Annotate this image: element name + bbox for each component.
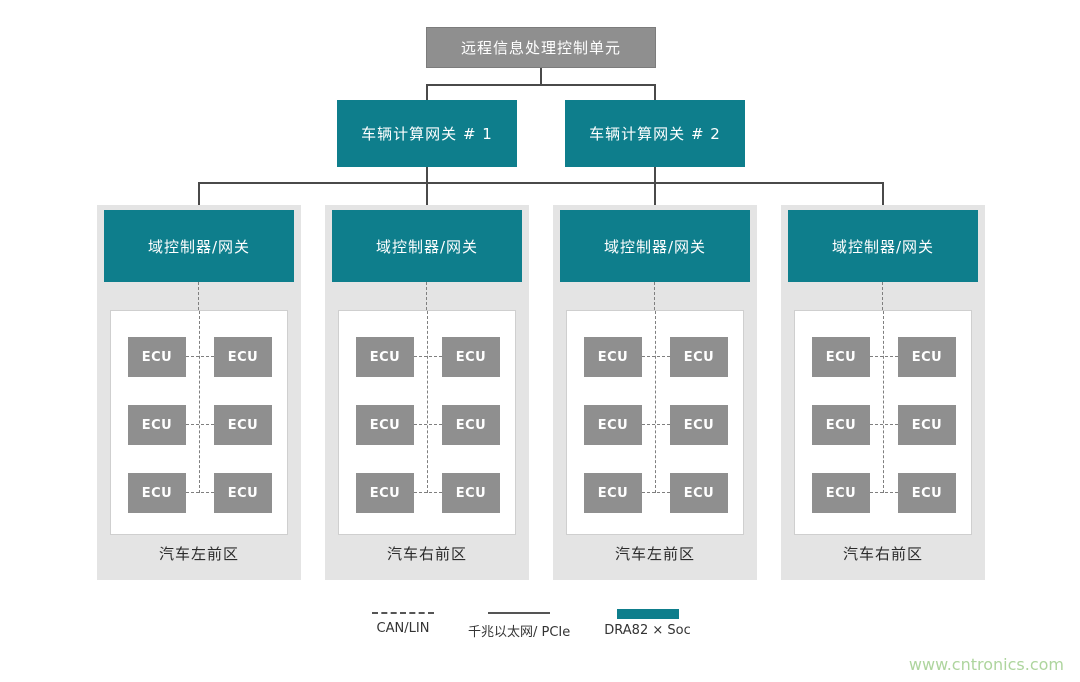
telematics-control-unit-label: 远程信息处理控制单元	[460, 39, 621, 57]
telematics-control-unit: 远程信息处理控制单元	[426, 27, 656, 68]
ecu-panel: ECU ECU ECU ECU ECU ECU	[794, 310, 972, 535]
ecu-box: ECU	[442, 405, 500, 445]
connector-line	[882, 182, 884, 209]
can-lin-bus-line	[426, 282, 427, 310]
ecu-box: ECU	[442, 337, 500, 377]
ecu-box: ECU	[812, 405, 870, 445]
connector-line	[654, 84, 656, 100]
ecu-box: ECU	[584, 337, 642, 377]
ecu-box: ECU	[584, 405, 642, 445]
ecu-box: ECU	[214, 473, 272, 513]
domain-controller-label: 域控制器/网关	[831, 237, 935, 256]
ecu-box: ECU	[812, 337, 870, 377]
legend-item-can-lin: CAN/LIN	[372, 612, 434, 636]
domain-controller-label: 域控制器/网关	[147, 237, 251, 256]
domain-controller-gateway: 域控制器/网关	[332, 210, 522, 282]
ecu-box: ECU	[670, 405, 728, 445]
dashed-line-swatch	[372, 612, 434, 614]
can-lin-bus-line	[655, 311, 656, 493]
ecu-box: ECU	[128, 337, 186, 377]
ecu-box: ECU	[670, 337, 728, 377]
can-lin-stub	[870, 356, 898, 357]
ecu-panel: ECU ECU ECU ECU ECU ECU	[110, 310, 288, 535]
zone-front-right-1: 域控制器/网关 ECU ECU ECU ECU ECU ECU 汽车右前区	[325, 205, 529, 580]
connector-line	[426, 167, 428, 183]
can-lin-stub	[186, 356, 214, 357]
ecu-box: ECU	[812, 473, 870, 513]
can-lin-bus-line	[199, 311, 200, 493]
ecu-panel: ECU ECU ECU ECU ECU ECU	[338, 310, 516, 535]
legend-item-ethernet: 千兆以太网/ PCIe	[468, 612, 570, 640]
ecu-box: ECU	[670, 473, 728, 513]
ecu-box: ECU	[128, 473, 186, 513]
can-lin-bus-line	[654, 282, 655, 310]
ecu-box: ECU	[898, 473, 956, 513]
connector-line	[426, 84, 656, 86]
domain-controller-gateway: 域控制器/网关	[788, 210, 978, 282]
domain-controller-gateway: 域控制器/网关	[104, 210, 294, 282]
zone-label: 汽车左前区	[158, 545, 239, 563]
can-lin-stub	[642, 356, 670, 357]
connector-line	[426, 182, 428, 209]
legend-label: CAN/LIN	[376, 621, 430, 636]
domain-controller-gateway: 域控制器/网关	[560, 210, 750, 282]
connector-line	[654, 182, 656, 209]
can-lin-bus-line	[882, 282, 883, 310]
connector-line	[654, 167, 656, 183]
solid-line-swatch	[488, 612, 551, 614]
can-lin-stub	[414, 424, 442, 425]
zone-front-left-2: 域控制器/网关 ECU ECU ECU ECU ECU ECU 汽车左前区	[553, 205, 757, 580]
legend-label: DRA82 × Soc	[604, 623, 691, 638]
connector-line	[540, 68, 542, 85]
can-lin-bus-line	[427, 311, 428, 493]
domain-controller-label: 域控制器/网关	[603, 237, 707, 256]
watermark: www.cntronics.com	[908, 655, 1064, 674]
can-lin-stub	[186, 424, 214, 425]
connector-line	[426, 84, 428, 100]
zone-label: 汽车右前区	[842, 545, 923, 563]
vehicle-compute-gateway-1: 车辆计算网关 # 1	[337, 100, 517, 167]
ecu-box: ECU	[214, 337, 272, 377]
ecu-box: ECU	[898, 337, 956, 377]
ecu-box: ECU	[356, 337, 414, 377]
legend: CAN/LIN 千兆以太网/ PCIe DRA82 × Soc	[372, 609, 691, 640]
ecu-box: ECU	[442, 473, 500, 513]
zone-label: 汽车右前区	[386, 545, 467, 563]
zone-front-left-1: 域控制器/网关 ECU ECU ECU ECU ECU ECU 汽车左前区	[97, 205, 301, 580]
legend-item-soc: DRA82 × Soc	[604, 609, 691, 638]
can-lin-stub	[642, 424, 670, 425]
ethernet-bus-line	[198, 182, 884, 184]
connector-line	[198, 182, 200, 209]
domain-controller-label: 域控制器/网关	[375, 237, 479, 256]
zone-front-right-2: 域控制器/网关 ECU ECU ECU ECU ECU ECU 汽车右前区	[781, 205, 985, 580]
gateway-label: 车辆计算网关 # 2	[589, 125, 721, 143]
can-lin-stub	[186, 492, 214, 493]
can-lin-bus-line	[883, 311, 884, 493]
ecu-box: ECU	[584, 473, 642, 513]
ecu-box: ECU	[128, 405, 186, 445]
can-lin-stub	[414, 356, 442, 357]
teal-box-swatch	[616, 609, 679, 619]
gateway-label: 车辆计算网关 # 1	[361, 125, 493, 143]
ecu-box: ECU	[214, 405, 272, 445]
zone-label: 汽车左前区	[614, 545, 695, 563]
can-lin-stub	[870, 492, 898, 493]
ecu-panel: ECU ECU ECU ECU ECU ECU	[566, 310, 744, 535]
vehicle-compute-gateway-2: 车辆计算网关 # 2	[565, 100, 745, 167]
ecu-box: ECU	[356, 405, 414, 445]
ecu-box: ECU	[898, 405, 956, 445]
can-lin-bus-line	[198, 282, 199, 310]
can-lin-stub	[414, 492, 442, 493]
ecu-box: ECU	[356, 473, 414, 513]
can-lin-stub	[870, 424, 898, 425]
can-lin-stub	[642, 492, 670, 493]
legend-label: 千兆以太网/ PCIe	[468, 625, 571, 640]
